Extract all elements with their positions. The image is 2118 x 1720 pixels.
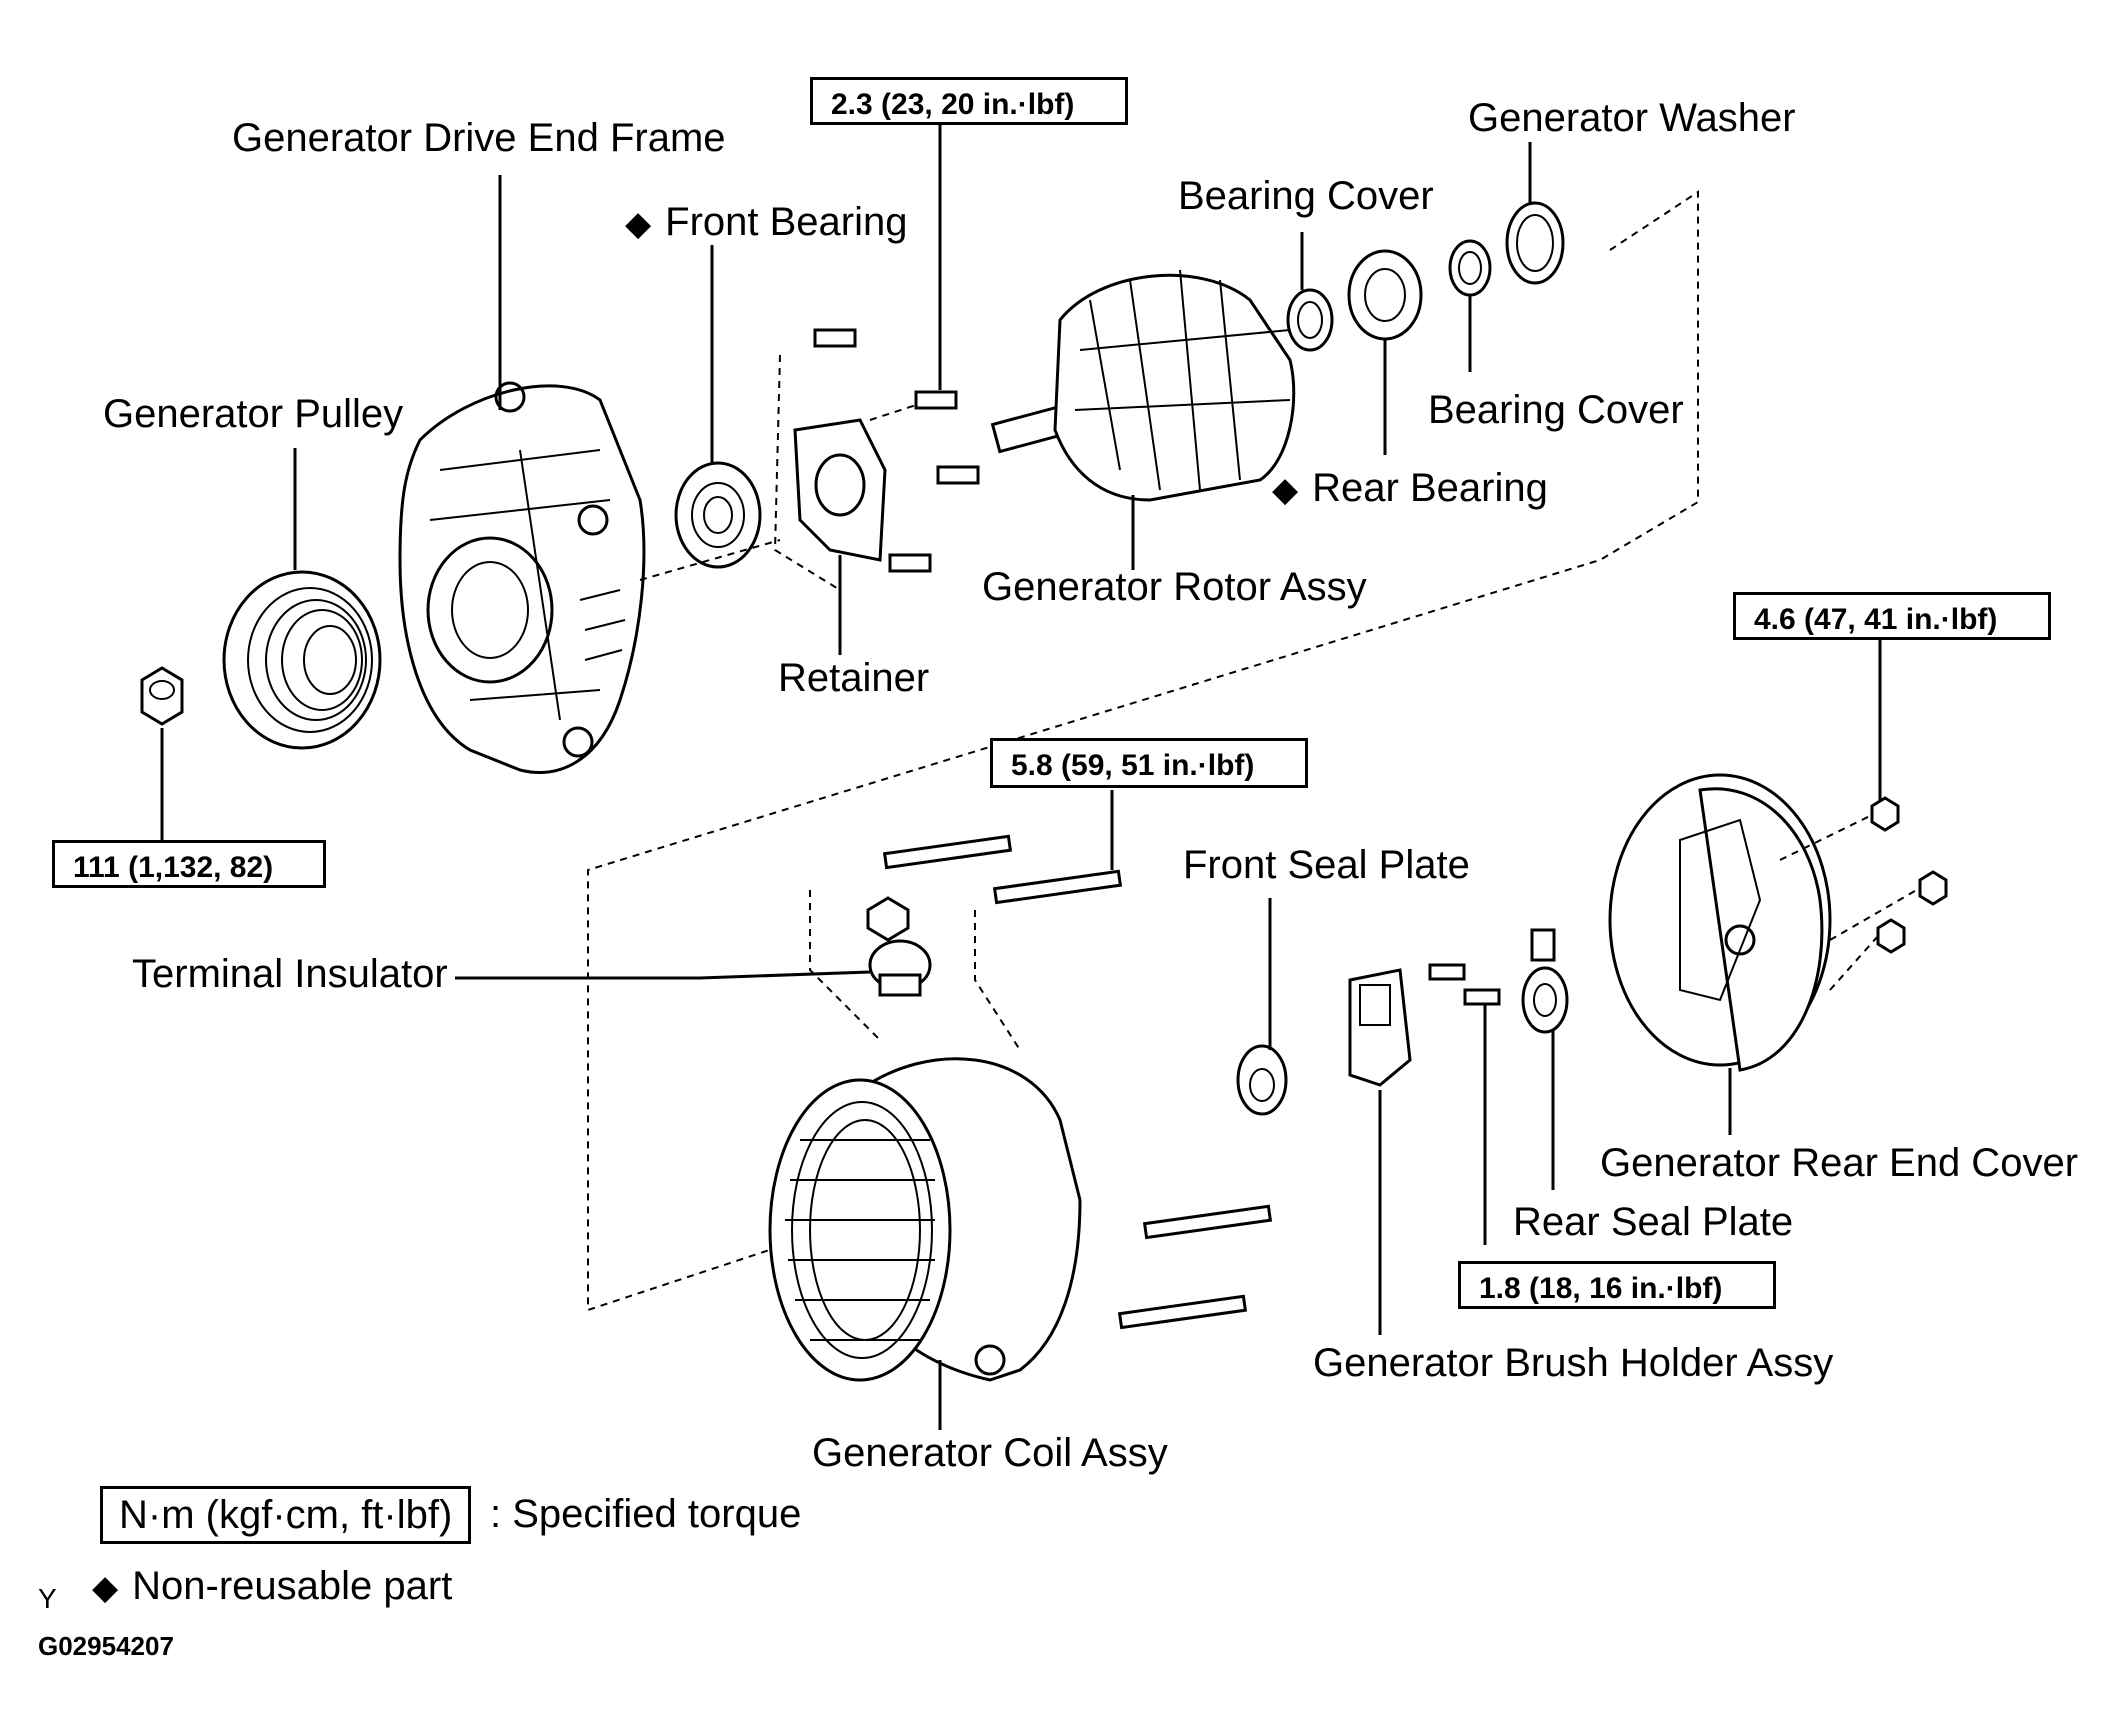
label-front-bearing: ◆ Front Bearing bbox=[625, 202, 908, 242]
brush-holder-part bbox=[1348, 968, 1412, 1087]
label-terminal-insulator: Terminal Insulator bbox=[132, 952, 448, 996]
label-front-bearing-text: Front Bearing bbox=[665, 200, 908, 244]
rear-end-cover-part bbox=[1608, 773, 1832, 1072]
label-rear-end-cover: Generator Rear End Cover bbox=[1600, 1141, 2079, 1185]
figure-id: G02954207 bbox=[38, 1631, 174, 1661]
generator-pulley-part bbox=[222, 570, 382, 750]
leader-lines bbox=[160, 124, 1882, 1430]
assembly-outline bbox=[587, 190, 1699, 1312]
rear-cover-nuts bbox=[1870, 796, 1948, 954]
terminal-insulator-part bbox=[866, 896, 932, 997]
label-rear-bearing: ◆ Rear Bearing bbox=[1272, 468, 1548, 508]
label-front-seal-plate: Front Seal Plate bbox=[1183, 843, 1470, 887]
label-drive-end-frame: Generator Drive End Frame bbox=[232, 116, 726, 160]
nonreusable-mark-icon: ◆ bbox=[92, 1569, 119, 1607]
label-retainer: Retainer bbox=[778, 656, 930, 700]
front-bearing-part bbox=[674, 461, 762, 569]
torque-frame-bolts: 5.8 (59, 51 in.·lbf) bbox=[990, 738, 1308, 788]
brush-holder-bolts bbox=[1428, 963, 1501, 1006]
nonreusable-mark-icon: ◆ bbox=[1272, 471, 1299, 509]
label-bearing-cover-right: Bearing Cover bbox=[1428, 388, 1684, 432]
bearing-cover-right-part bbox=[1448, 239, 1492, 297]
drive-end-frame-part bbox=[398, 381, 646, 774]
retainer-part bbox=[793, 418, 887, 562]
rotor-part bbox=[990, 269, 1296, 502]
nonreusable-mark-icon: ◆ bbox=[625, 205, 652, 243]
torque-pulley-nut: 111 (1,132, 82) bbox=[52, 840, 326, 888]
torque-retainer-bolts: 2.3 (23, 20 in.·lbf) bbox=[810, 77, 1128, 125]
label-generator-pulley: Generator Pulley bbox=[103, 392, 404, 436]
generator-washer-part bbox=[1505, 201, 1565, 285]
label-rear-bearing-text: Rear Bearing bbox=[1312, 466, 1548, 510]
label-rear-seal-plate: Rear Seal Plate bbox=[1513, 1200, 1794, 1244]
label-brush-holder-assy: Generator Brush Holder Assy bbox=[1313, 1341, 1834, 1385]
legend-nonreusable-desc: Non-reusable part bbox=[132, 1564, 453, 1608]
legend-torque-desc: : Specified torque bbox=[490, 1492, 802, 1536]
torque-rear-cover-nuts: 4.6 (47, 41 in.·lbf) bbox=[1733, 592, 2051, 640]
retainer-dash bbox=[773, 354, 841, 591]
label-bearing-cover-top: Bearing Cover bbox=[1178, 174, 1434, 218]
rear-seal-plate-part bbox=[1521, 928, 1569, 1034]
legend-nonreusable: ◆ Non-reusable part bbox=[92, 1566, 452, 1606]
rear-bearing-part bbox=[1347, 249, 1423, 341]
label-rotor-assy: Generator Rotor Assy bbox=[982, 565, 1367, 609]
corner-mark: Y bbox=[38, 1583, 57, 1614]
label-generator-washer: Generator Washer bbox=[1468, 96, 1796, 140]
frame-long-bolts bbox=[882, 834, 1273, 1330]
retainer-screws bbox=[813, 328, 980, 573]
label-coil-assy: Generator Coil Assy bbox=[812, 1431, 1168, 1475]
front-seal-plate-part bbox=[1236, 1044, 1288, 1116]
insulator-dash bbox=[809, 890, 881, 1041]
bearing-cover-top-part bbox=[1286, 288, 1334, 352]
pulley-nut-part bbox=[140, 666, 184, 726]
legend-torque-unit-box: N·m (kgf·cm, ft·lbf) bbox=[100, 1486, 472, 1544]
coil-assy-part bbox=[768, 1057, 1082, 1382]
torque-brush-holder-bolts: 1.8 (18, 16 in.·lbf) bbox=[1458, 1261, 1776, 1309]
